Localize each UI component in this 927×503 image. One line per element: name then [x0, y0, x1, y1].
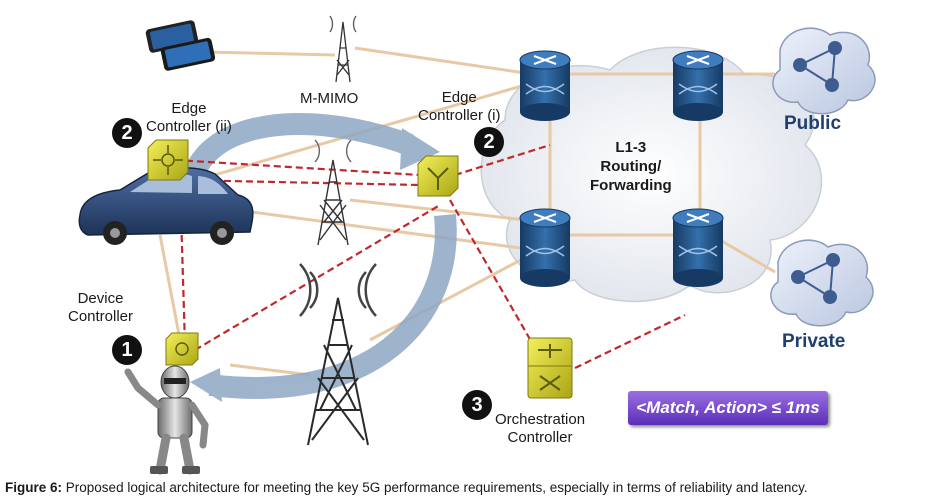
marker-1-device: 1 [112, 335, 142, 365]
edge-controller-i-label-line1: Edge [441, 89, 477, 106]
edge-controller-ii-label-line1: Edge [171, 100, 207, 117]
edge-controller-ii-label-line2: Controller (ii) [146, 118, 232, 135]
router-top-right-icon [672, 50, 724, 121]
private-network-icon [770, 239, 874, 327]
edge-controller-i-icon [417, 155, 459, 197]
edge-controller-ii-icon [147, 139, 189, 181]
mmimo-tower-icon [329, 15, 357, 83]
router-top-left-icon [519, 50, 571, 121]
routing-cloud-label-line3: Forwarding [590, 177, 672, 194]
control-cycle-arrow [178, 113, 457, 402]
device-controller-label-line1: Device [77, 290, 124, 307]
caption-prefix: Figure 6: [5, 480, 63, 495]
robot-icon [124, 365, 209, 475]
private-label: Private [782, 331, 846, 352]
router-bottom-right-icon [672, 208, 724, 287]
car-icon [78, 166, 254, 245]
latency-badge: <Match, Action> ≤ 1ms [628, 391, 828, 425]
figure-caption: Figure 6: Proposed logical architecture … [5, 480, 925, 495]
orchestration-controller-label: Orchestration Controller [495, 411, 585, 447]
marker-2-edge-i: 2 [474, 127, 504, 157]
router-bottom-left-icon [519, 208, 571, 287]
device-controller-icon [165, 332, 199, 366]
routing-cloud-label: L1-3 Routing/ Forwarding [590, 138, 672, 195]
marker-3-orchestration: 3 [462, 390, 492, 420]
mmimo-label: M-MIMO [300, 90, 359, 107]
edge-controller-i-label-line2: Controller (i) [418, 107, 501, 124]
edge-controller-i-label: Edge Controller (i) [418, 89, 501, 125]
marker-2-edge-ii: 2 [112, 118, 142, 148]
orchestration-controller-label-line2: Controller [507, 429, 573, 446]
routing-cloud-label-line1: L1-3 [615, 139, 647, 156]
physical-links [158, 46, 776, 377]
routing-cloud-label-line2: Routing/ [600, 158, 662, 175]
smartphones-icon [145, 20, 216, 71]
macro-tower-icon [299, 263, 377, 446]
cell-tower-icon [314, 139, 352, 246]
edge-controller-ii-label: Edge Controller (ii) [146, 100, 232, 136]
public-network-icon [772, 27, 876, 115]
caption-text: Proposed logical architecture for meetin… [65, 480, 808, 495]
device-controller-label: Device Controller [68, 290, 133, 326]
orchestration-controller-icon [527, 337, 573, 399]
device-controller-label-line2: Controller [68, 308, 134, 325]
orchestration-controller-label-line1: Orchestration [495, 411, 586, 428]
public-label: Public [784, 113, 842, 134]
